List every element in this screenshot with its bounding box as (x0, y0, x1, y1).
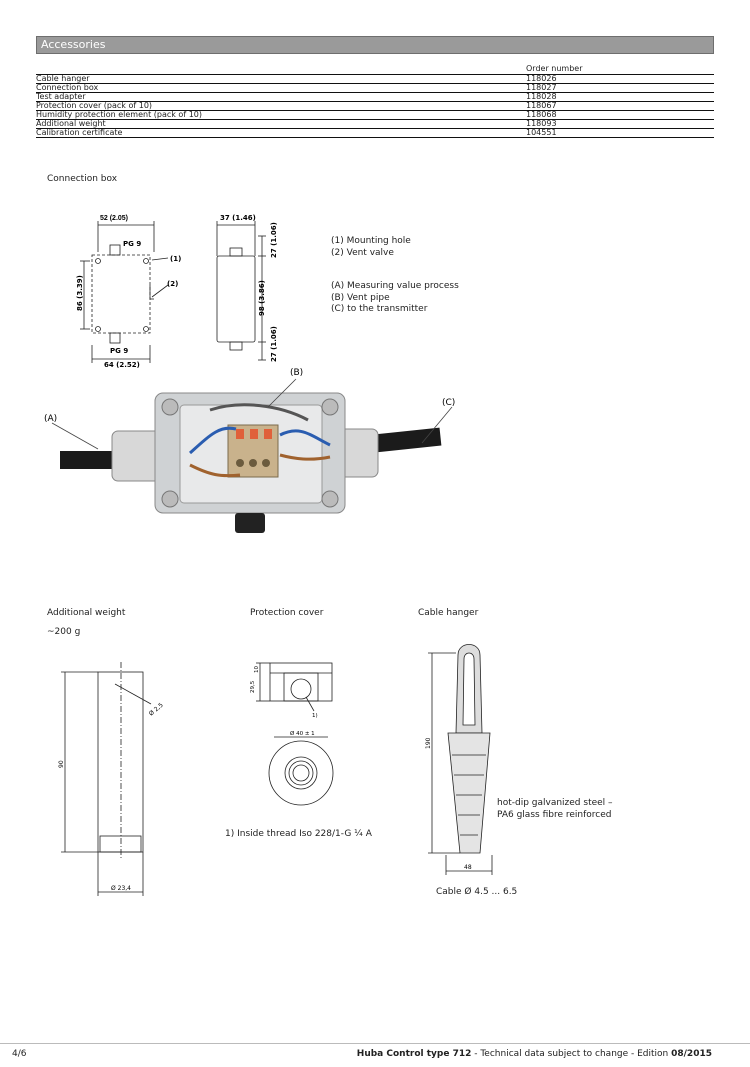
row-name: Humidity protection element (pack of 10) (36, 110, 202, 119)
footer-divider (0, 1043, 750, 1044)
table-row: Cable hanger 118026 (36, 74, 714, 84)
dim-side-width: 37 (1.46) (220, 214, 256, 222)
row-name: Protection cover (pack of 10) (36, 101, 153, 110)
material-line-1: hot-dip galvanized steel – (497, 798, 613, 808)
dim-side-bot: 27 (1.06) (270, 326, 278, 362)
table-row: Calibration certificate 104551 (36, 129, 714, 138)
mark-1: (1) (170, 255, 181, 263)
row-name: Additional weight (36, 119, 106, 128)
dim-pg-top: PG 9 (123, 240, 141, 248)
dim-top-width: 52 (2.05) (100, 215, 128, 222)
row-name: Calibration certificate (36, 128, 123, 137)
cable-hanger-drawing: 190 48 (425, 644, 493, 875)
additional-weight-title: Additional weight (47, 608, 126, 618)
hanger-dim-height: 190 (425, 737, 432, 749)
cover-dim-height: 29,5 (250, 680, 256, 693)
order-number-header: Order number (526, 64, 583, 73)
weight-dim-height: 90 (58, 760, 65, 768)
footer-edition: 08/2015 (671, 1049, 712, 1059)
row-name: Test adapter (36, 92, 86, 101)
connection-box-side-drawing: 37 (1.46) 27 (1.06) 98 (3.86) 27 (1.06) (216, 214, 278, 362)
legend-vent-valve: (2) Vent valve (331, 247, 394, 258)
cover-marker: 1) (312, 713, 318, 719)
row-name: Connection box (36, 83, 99, 92)
material-line-2: PA6 glass fibre reinforced (497, 810, 612, 820)
table-row: Test adapter 118028 (36, 93, 714, 102)
row-order-number: 118026 (526, 74, 557, 83)
footer-product: Huba Control type 712 (356, 1049, 472, 1059)
row-order-number: 118068 (526, 110, 557, 119)
cable-hanger-material: hot-dip galvanized steel – PA6 glass fib… (497, 797, 613, 821)
cover-dim-diam: Ø 40 ± 1 (290, 730, 315, 737)
row-order-number: 104551 (526, 128, 557, 137)
footer-text: Huba Control type 712 - Technical data s… (357, 1049, 712, 1059)
protection-cover-drawing: 10 29,5 1) Ø 40 ± 1 (250, 662, 334, 806)
table-row: Humidity protection element (pack of 10)… (36, 111, 714, 120)
additional-weight-drawing: Ø 2,5 90 Ø 23,4 (58, 662, 165, 896)
row-order-number: 118067 (526, 101, 557, 110)
photo-label-b: (B) (290, 368, 303, 378)
dim-height: 86 (3.39) (76, 275, 84, 311)
legend-mounting-hole: (1) Mounting hole (331, 236, 411, 246)
footer-note: - Technical data subject to change - Edi… (471, 1049, 672, 1059)
dim-side-mid: 98 (3.86) (258, 280, 266, 316)
protection-cover-note: 1) Inside thread Iso 228/1-G ¼ A (225, 829, 372, 839)
legend-vent-pipe: (B) Vent pipe (331, 292, 390, 303)
cable-hanger-title: Cable hanger (418, 608, 479, 618)
dim-bottom-width: 64 (2.52) (104, 361, 140, 369)
connection-box-title: Connection box (47, 174, 118, 184)
photo-label-a: (A) (44, 414, 57, 424)
legend-measuring-value: (A) Measuring value process (331, 281, 459, 291)
page-number: 4/6 (12, 1049, 27, 1059)
table-row: Protection cover (pack of 10) 118067 (36, 102, 714, 111)
table-header: Order number (36, 64, 714, 74)
connection-box-photo: (A) (B) (C) (44, 368, 455, 533)
cable-hanger-cable: Cable Ø 4.5 ... 6.5 (436, 887, 518, 897)
table-row: Connection box 118027 (36, 84, 714, 93)
connection-box-front-drawing: 52 (2.05) PG 9 (1) (2) 86 (3.39) PG 9 64… (76, 215, 181, 369)
additional-weight-value: ~200 g (47, 627, 81, 637)
hanger-dim-width: 48 (464, 864, 472, 871)
dim-side-top: 27 (1.06) (270, 222, 278, 258)
cover-dim-top: 10 (254, 666, 260, 673)
section-header-accessories: Accessories (36, 36, 714, 54)
row-name: Cable hanger (36, 74, 90, 83)
dim-pg-bottom: PG 9 (110, 347, 128, 355)
row-order-number: 118093 (526, 119, 557, 128)
mark-2: (2) (167, 280, 178, 288)
table-row: Additional weight 118093 (36, 120, 714, 129)
weight-dim-diam: Ø 23,4 (111, 885, 131, 892)
protection-cover-title: Protection cover (250, 608, 324, 618)
photo-label-c: (C) (442, 398, 455, 408)
row-order-number: 118027 (526, 83, 557, 92)
legend-to-transmitter: (C) to the transmitter (331, 304, 428, 314)
row-order-number: 118028 (526, 92, 557, 101)
connection-box-legend: (1) Mounting hole (2) Vent valve (A) Mea… (331, 236, 459, 316)
